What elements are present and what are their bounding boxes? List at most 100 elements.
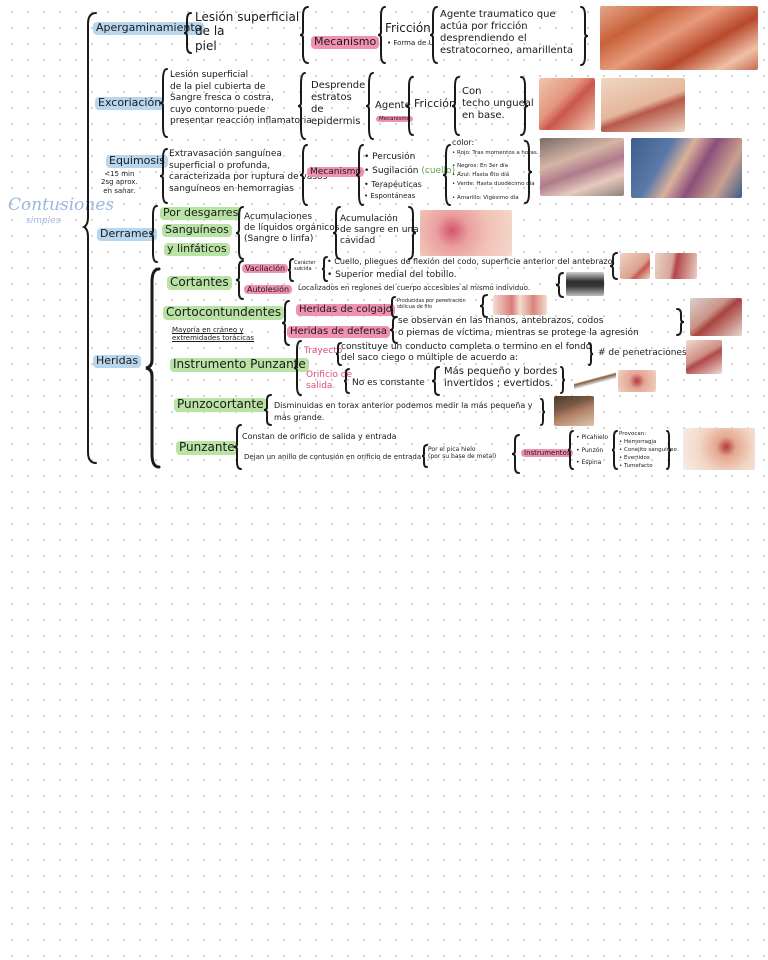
brace — [588, 342, 594, 366]
brace — [405, 76, 414, 136]
tool-item: • Punzón — [576, 447, 604, 454]
cortocontundentes-label: Cortocontundentes — [163, 305, 285, 320]
colgajo-tag: Heridas de colgajo — [296, 304, 395, 316]
color-title: color: — [452, 138, 475, 147]
derrames-type: y linfáticos — [164, 242, 230, 256]
brace — [421, 444, 428, 468]
cortantes-line: • Superior medial del tobillo. — [327, 270, 457, 280]
flap-wound-photo — [493, 295, 547, 315]
brace — [355, 144, 364, 206]
brace — [159, 148, 168, 204]
agente-sublabel: Mecanismo — [376, 116, 414, 123]
penetraciones-text: # de penetraciones. — [598, 348, 690, 358]
bruise-arm-photo — [631, 138, 742, 198]
bordes-text: Más pequeño y bordes invertidos ; everti… — [444, 366, 558, 389]
brace — [567, 430, 574, 470]
brace — [389, 296, 396, 318]
effect-item: • Evertidos — [619, 455, 650, 461]
excoriacion-label: Excoriación — [95, 96, 165, 110]
brace — [263, 394, 272, 426]
brace — [479, 294, 488, 318]
equimosis-definition: Extravasación sanguínea superficial o pr… — [169, 149, 328, 195]
brace — [389, 316, 398, 344]
excoriacion-definition: Lesión superficial de la piel cubierta d… — [170, 70, 312, 127]
brace — [511, 434, 520, 474]
main-brace — [81, 12, 97, 464]
friccion-text: Fricción — [414, 97, 456, 110]
brace — [666, 430, 672, 470]
cortocontundentes-sub: Mayoría en cráneo y extremidades torácic… — [172, 326, 254, 343]
punzante-line: Dejan un anillo de contusión en orificio… — [244, 453, 422, 461]
mecanismo-label: Mecanismo — [307, 167, 364, 178]
brace — [299, 144, 308, 206]
cortantes-label: Cortantes — [167, 275, 232, 290]
brace — [235, 206, 244, 260]
brace — [287, 258, 294, 282]
brace — [429, 6, 438, 64]
heridas-label: Heridas — [93, 354, 142, 368]
derrames-def2: Acumulación de sangre en una cavidad — [340, 214, 419, 246]
punzocortante-label: Punzocortante — [174, 397, 267, 412]
autolesion-tag: Autolesión — [244, 285, 293, 295]
cortantes-line: • Cuello, pliegues de flexión del codo, … — [327, 257, 616, 266]
effects-title: Provocan: — [619, 431, 647, 437]
mechanism-sugilacion: • Sugilación (cuello) — [364, 166, 456, 176]
brace — [335, 342, 342, 366]
brace — [183, 12, 192, 54]
effusion-photo — [420, 210, 512, 256]
trayecto-label: Trayecto — [304, 346, 343, 356]
brace — [580, 6, 589, 66]
brace — [609, 252, 618, 280]
cortantes-line: Localizados en regiones del cuerpo acces… — [298, 284, 531, 292]
brace — [365, 72, 374, 140]
tool-item: • Picahielo — [576, 434, 609, 441]
defensa-desc: se observan en las manos, antebrazos, co… — [398, 316, 639, 338]
mechanism-terapeuticas: • Terapéuticas — [364, 180, 422, 189]
brace — [451, 76, 460, 136]
defensa-tag: Heridas de defensa — [287, 326, 390, 338]
brace — [377, 6, 386, 64]
skin-abrasion-photo — [600, 6, 758, 70]
cuello-note: (cuello) — [421, 166, 456, 176]
brace — [343, 368, 350, 394]
mechanism-option: • Forma de U — [387, 39, 434, 47]
colgajo-desc: Producidas por penetración oblicua de fi… — [397, 298, 466, 310]
hand-puncture-photo — [683, 428, 755, 470]
punzante-label: Punzante — [176, 440, 238, 455]
apergaminamiento-definition: Lesión superficial de la piel — [195, 10, 300, 53]
brace — [555, 272, 564, 298]
brace — [332, 206, 341, 260]
punzocortante-desc: Disminuidas en torax anterior podemos me… — [274, 401, 533, 422]
apergaminamiento-agent-text: Agente traumatico que actúa por fricción… — [440, 9, 574, 56]
brace — [235, 260, 244, 300]
apergaminamiento-label: Apergaminamiento — [93, 21, 205, 35]
brace — [321, 256, 328, 282]
pica-text: Por el pica hielo (por su base de metal) — [428, 446, 497, 461]
caracter-label: Carácter suicida — [294, 260, 316, 272]
excoriation-photo — [601, 78, 685, 132]
derrames-label: Derrames — [97, 227, 158, 241]
trayecto-desc: constituye un conducto completa o termin… — [341, 342, 592, 363]
color-item: • Azul: Hasta 6to día — [452, 172, 510, 178]
color-item: • Rojo: Tras momentos a horas. — [452, 150, 539, 156]
mechanism-percusion: • Percusión — [364, 152, 416, 162]
instrumentos-tag: Instrumentos — [521, 449, 574, 458]
brace — [297, 72, 306, 140]
color-item: • Negros: En 3er día — [452, 163, 508, 169]
una-text: Con techo ungueal en base. — [462, 86, 534, 121]
derrames-def1: Acumulaciones de líquidos orgánicos (San… — [244, 212, 340, 244]
brace — [431, 366, 440, 396]
brace — [281, 300, 290, 346]
effect-item: • Tumefacto — [619, 463, 653, 469]
root-subtitle: simples — [26, 216, 61, 226]
tool-item: • Espina — [576, 459, 602, 466]
defense-wound-photo — [690, 298, 742, 336]
desprende-text: Desprende estratos de epidermis — [311, 80, 366, 127]
awl-photo — [574, 370, 616, 392]
agente-label: Agente — [375, 100, 411, 111]
heridas-brace — [145, 267, 161, 469]
derrames-type: Sanguíneos — [162, 223, 232, 237]
brace — [233, 424, 242, 470]
equimosis-label: Equimosis — [106, 154, 168, 168]
knife-wound-photo — [554, 396, 594, 426]
